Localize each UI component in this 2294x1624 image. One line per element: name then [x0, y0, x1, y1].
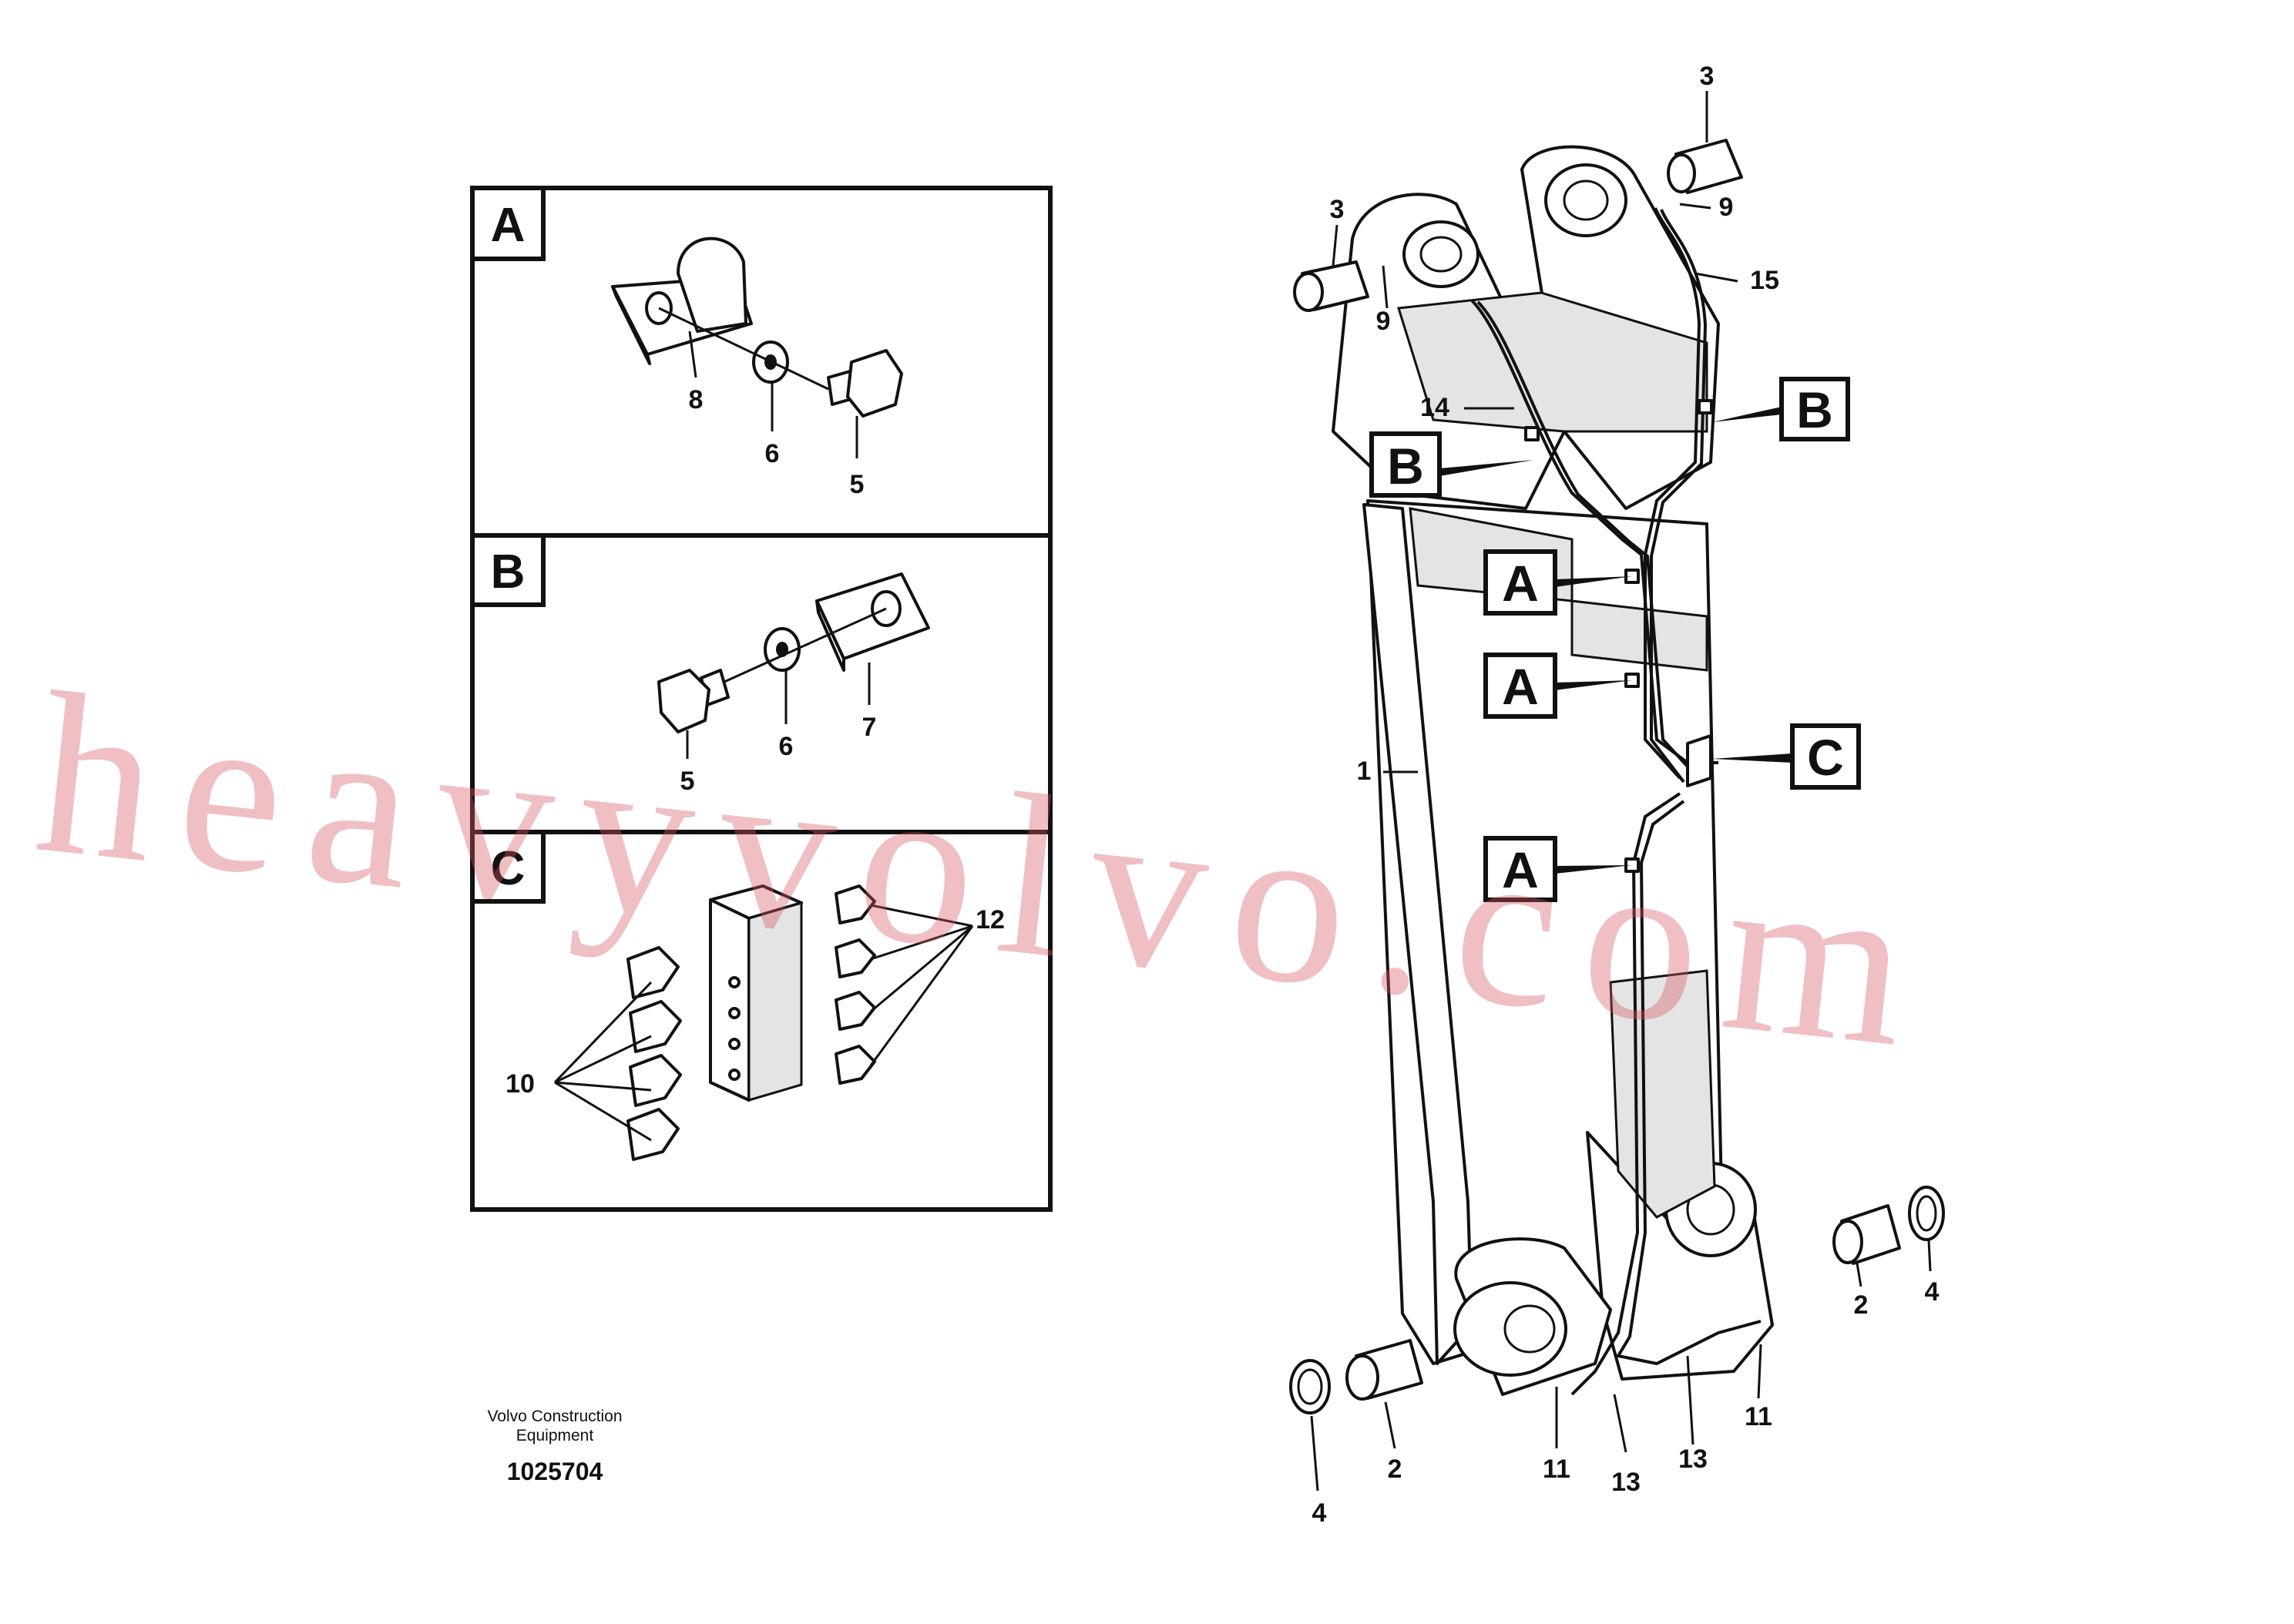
detail-letter-a: A: [491, 199, 526, 252]
callout-14: 14: [1420, 393, 1449, 422]
marker-b-right: B: [1796, 381, 1833, 438]
callout-2-left: 2: [1388, 1455, 1402, 1484]
marker-a-1: A: [1502, 555, 1539, 612]
manifold-block: [709, 884, 803, 1102]
boom-assembly: [1332, 145, 1774, 1396]
main-callouts: 3 3 9 9 15 14 1 2 4 2 4 11 11 13 13: [1312, 62, 1940, 1528]
callout-4-left: 4: [1312, 1498, 1327, 1528]
clamp-8: [611, 237, 753, 365]
marker-c: C: [1807, 729, 1844, 786]
callout-8: 8: [689, 385, 704, 414]
callout-5b: 5: [680, 767, 695, 796]
marker-a-3: A: [1502, 841, 1539, 898]
caption-company: Volvo Construction Equipment: [432, 1407, 678, 1445]
detail-panels: A B: [470, 186, 1053, 1212]
leader-lines: [1310, 91, 1932, 1491]
callout-9-right: 9: [1719, 193, 1734, 222]
callout-9-left: 9: [1376, 307, 1391, 336]
detail-panel-a: A: [470, 186, 903, 458]
bushing-2-left: [1345, 1339, 1423, 1401]
callout-1: 1: [1357, 757, 1372, 786]
callout-11-left: 11: [1543, 1455, 1570, 1484]
callout-4-right: 4: [1925, 1277, 1940, 1307]
section-markers: B B A A C A: [1369, 377, 1861, 902]
detail-panel-b: B: [470, 533, 930, 759]
pin-3-right: [1667, 139, 1743, 194]
plate-7: [815, 572, 930, 672]
caption-illustration-number: 1025704: [506, 1458, 603, 1485]
bolt-5: [827, 349, 903, 418]
callout-6: 6: [765, 439, 780, 468]
callout-12: 12: [976, 905, 1005, 934]
fittings-12: [835, 884, 876, 1085]
marker-b-left: B: [1387, 438, 1424, 495]
callout-11-right: 11: [1745, 1402, 1772, 1431]
caption-company-line1: Volvo Construction: [487, 1408, 623, 1425]
callout-5: 5: [850, 470, 865, 499]
detail-letter-c: C: [491, 842, 526, 895]
callout-13-left: 13: [1611, 1468, 1641, 1497]
pin-3-left: [1293, 260, 1369, 312]
callout-15: 15: [1750, 266, 1779, 295]
detail-panel-c: C: [470, 830, 974, 1161]
detail-letter-b: B: [491, 545, 526, 599]
bushing-2-right: [1832, 1204, 1901, 1265]
callout-3-right: 3: [1700, 62, 1715, 91]
callout-6b: 6: [779, 732, 794, 761]
caption-company-line2: Equipment: [516, 1427, 594, 1444]
bolt-5b: [657, 669, 730, 733]
fittings-10: [626, 946, 682, 1161]
callout-13-right: 13: [1678, 1444, 1708, 1474]
callout-3-left: 3: [1330, 195, 1345, 224]
marker-a-2: A: [1502, 658, 1539, 715]
callout-7: 7: [862, 713, 877, 742]
callout-2-right: 2: [1854, 1290, 1869, 1320]
callout-10: 10: [505, 1069, 535, 1099]
